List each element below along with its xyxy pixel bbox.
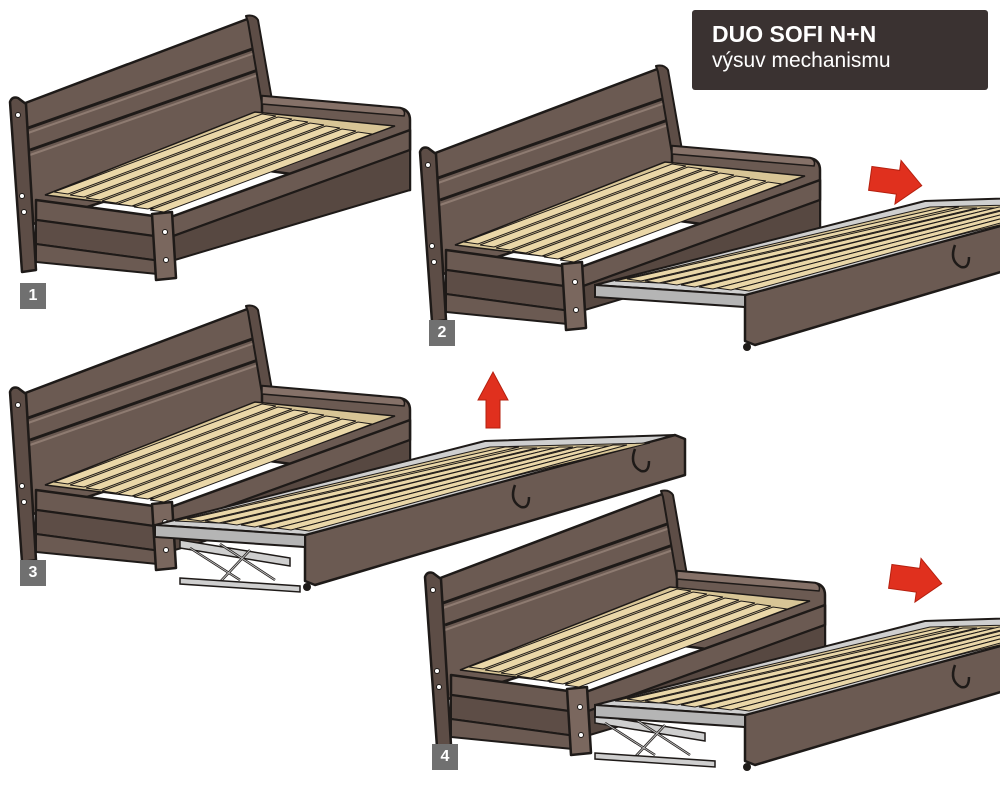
arrow-up-icon <box>477 370 509 429</box>
sofa-step-2 <box>418 64 1000 353</box>
arrow-right-icon <box>888 557 943 604</box>
product-title: DUO SOFI N+N <box>712 21 877 47</box>
arrow-right-icon <box>868 159 923 206</box>
sofa-step-4 <box>423 489 1000 773</box>
product-subtitle: výsuv mechanismu <box>712 49 891 72</box>
step-badge-2: 2 <box>429 320 455 346</box>
step-badge-4: 4 <box>432 744 458 770</box>
title-box: DUO SOFI N+N výsuv mechanismu <box>692 10 988 90</box>
mechanism-step-3 <box>178 538 302 594</box>
step-badge-3: 3 <box>20 560 46 586</box>
sofa-step-1 <box>8 14 412 282</box>
step-badge-1: 1 <box>20 283 46 309</box>
